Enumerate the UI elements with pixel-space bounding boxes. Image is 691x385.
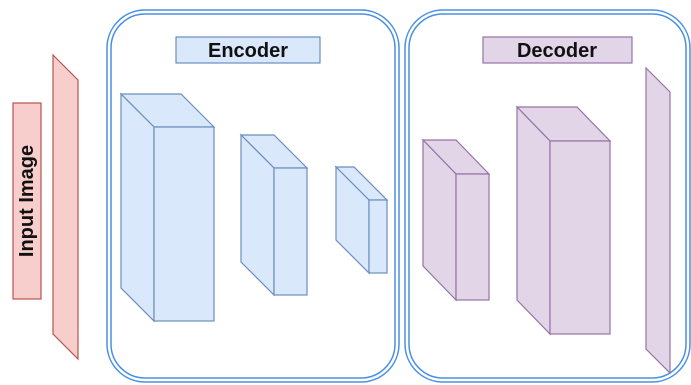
input-image-plane [52, 53, 79, 361]
decoder-block-2 [515, 105, 612, 336]
output-image-plane [645, 66, 671, 375]
decoder-title: Decoder [517, 40, 597, 62]
encoder-panel [106, 9, 400, 383]
encoder-block-1 [119, 92, 216, 323]
decoder-block-1 [421, 138, 491, 302]
decoder-panel [404, 9, 691, 383]
encoder-title: Encoder [208, 40, 288, 62]
encoder-block-3 [334, 165, 389, 275]
input-image-label: Input Image [16, 145, 38, 257]
encoder-block-2 [239, 133, 309, 297]
input-image-label-box: Input Image [12, 102, 42, 300]
decoder-title-box: Decoder [482, 36, 633, 64]
encoder-title-box: Encoder [175, 36, 321, 64]
